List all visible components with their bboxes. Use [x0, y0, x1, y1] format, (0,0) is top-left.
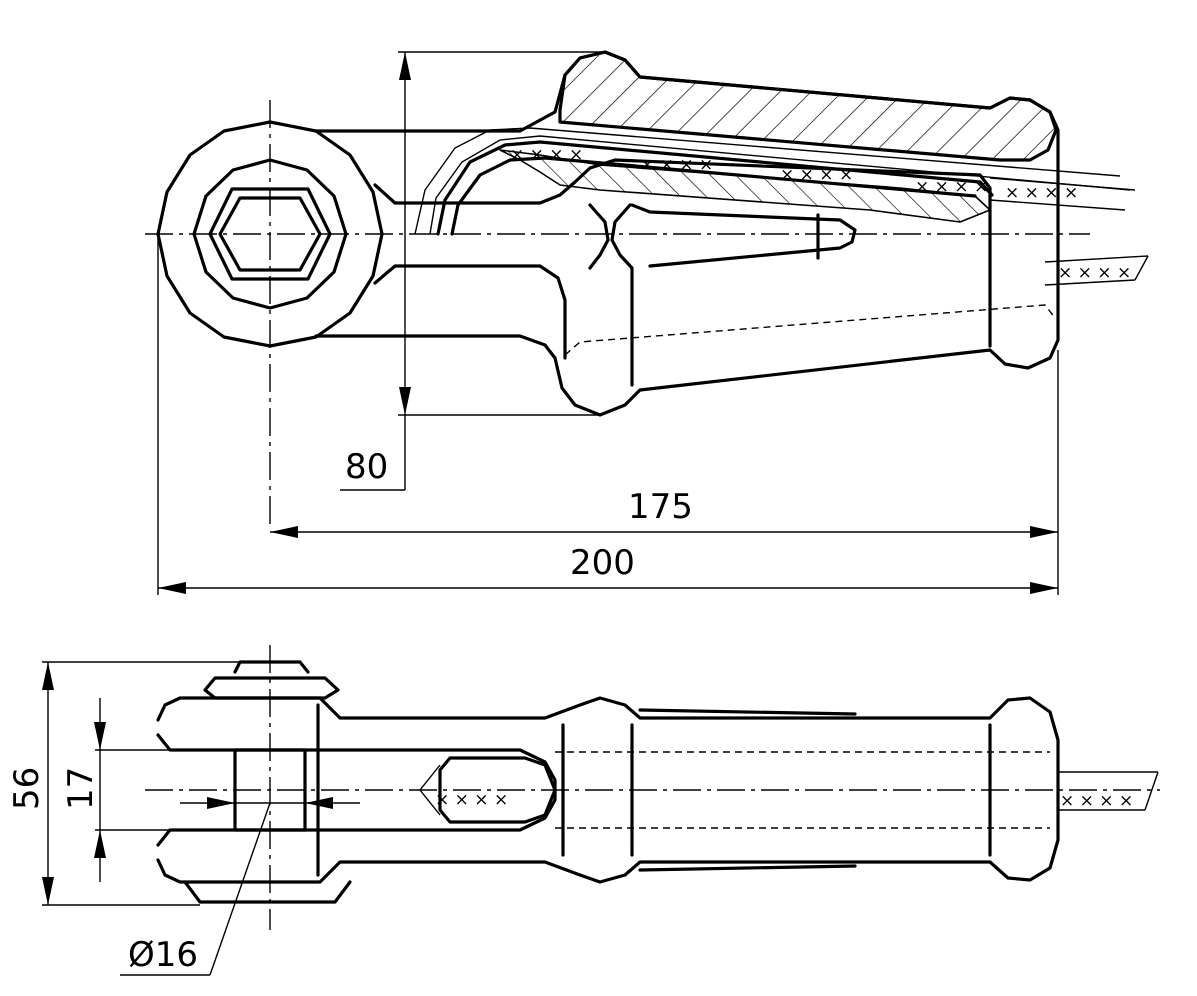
fork-jaw-upper — [156, 696, 1060, 884]
cable-hidden-lower — [564, 304, 1056, 356]
side-cable-marks-inner: × × × × — [435, 790, 508, 810]
eye-outer-ring — [156, 120, 384, 348]
hex-nut-inner — [218, 196, 322, 272]
pin-base-bottom — [183, 880, 352, 904]
pin-shank — [233, 748, 307, 832]
dim-80-arrow-bottom — [399, 387, 411, 415]
dim-17-label: 17 — [61, 767, 101, 810]
side-cable-marks-exit: × × × × — [1060, 791, 1133, 811]
pin-head-top — [233, 660, 310, 674]
cable-marks-exit-upper: × × × × — [1005, 183, 1078, 203]
side-cable-loop — [438, 756, 557, 824]
body-taper-bottom — [638, 864, 857, 872]
dim-16-arrow-left — [207, 797, 235, 809]
cable-marks-top-b: × × × × — [640, 155, 713, 175]
dim-200-label: 200 — [570, 543, 635, 583]
side-cable-ghost — [419, 764, 441, 816]
top-view: × × × × × × × × × × × × × × × × × × × × … — [145, 50, 1149, 595]
cable-marks-top-a: × × × × — [510, 145, 583, 165]
eye-inner-ring — [192, 158, 348, 310]
dim-56-arrow-top — [42, 662, 54, 690]
dim-16-leader — [209, 802, 271, 976]
cable-exit-upper-b — [989, 199, 1126, 211]
dim-56-arrow-bottom — [42, 877, 54, 905]
dim-175-label: 175 — [628, 487, 693, 527]
dim-80-label: 80 — [345, 447, 388, 487]
dim-200-arrow-right — [1030, 582, 1058, 594]
dim-175-arrow-right — [1030, 526, 1058, 538]
dim-80-arrow-top — [399, 52, 411, 80]
dim-16-arrow-right — [305, 797, 333, 809]
wedge-body-2 — [610, 203, 634, 387]
cable-exit-lower-b — [1044, 279, 1136, 286]
cable-exit-lower-end — [1134, 255, 1149, 281]
cable-loop-ghost — [414, 127, 1121, 235]
side-view: × × × × × × × × 56 17 Ø16 — [7, 645, 1160, 976]
cable-exit-upper-a — [989, 177, 1136, 191]
body-taper-top — [638, 708, 857, 716]
wedge-tongue — [630, 203, 857, 268]
cable-exit-lower-a — [1044, 255, 1149, 263]
wedge-body — [588, 203, 610, 270]
cable-loop-ghost-2 — [429, 135, 1131, 235]
hatched-section-upper — [558, 50, 1058, 162]
pin-washer-top — [203, 676, 340, 700]
dim-17-arrow-bottom — [94, 830, 106, 858]
hex-nut — [208, 187, 332, 281]
dim-16-label: Ø16 — [128, 935, 198, 975]
dim-56-label: 56 — [7, 767, 47, 810]
cable-loop-inner — [450, 156, 977, 236]
side-cable-exit-end — [1144, 771, 1159, 811]
dim-200-arrow-left — [158, 582, 186, 594]
dim-17-arrow-top — [94, 722, 106, 750]
cable-marks-top-d: × × × × — [915, 177, 988, 197]
cable-marks-top-c: × × × × — [780, 165, 853, 185]
inner-channel-lower — [373, 264, 567, 360]
cable-loop-outer — [436, 140, 994, 236]
wedge-hatched-section — [499, 149, 991, 223]
cable-marks-exit-lower: × × × × — [1058, 263, 1131, 283]
dim-175-arrow-left — [270, 526, 298, 538]
